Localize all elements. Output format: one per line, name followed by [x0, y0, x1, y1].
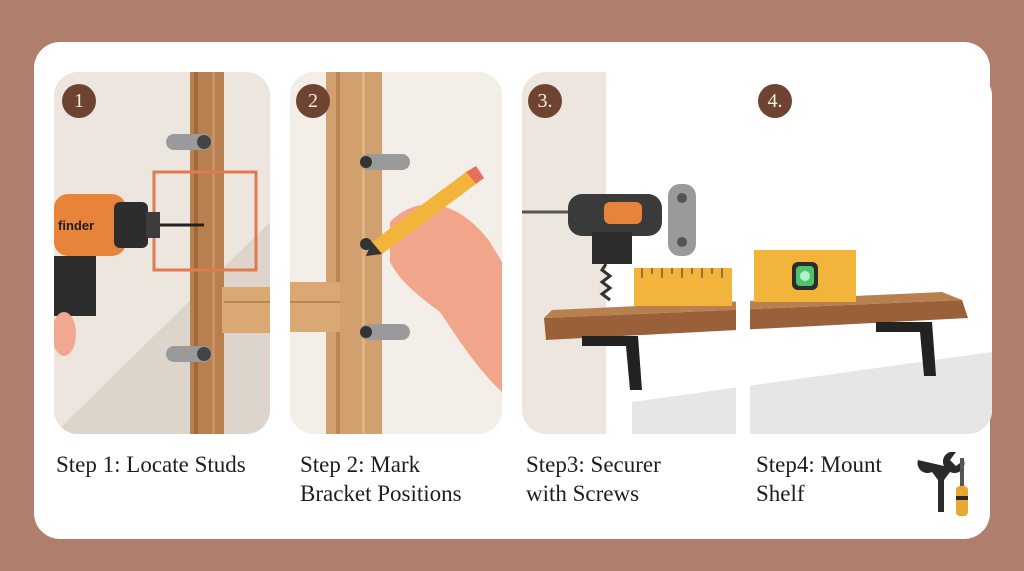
- step-1-badge: 1: [62, 84, 96, 118]
- instruction-card: finder: [34, 42, 992, 539]
- step-3-caption: Step3: Securer with Screws: [526, 452, 661, 506]
- bracket-mark-top: [360, 154, 410, 170]
- pencil-icon: [366, 166, 484, 256]
- stud-screw-top: [166, 134, 212, 150]
- drill-brand-label: finder: [58, 218, 94, 233]
- step-3-badge: 3.: [528, 84, 562, 118]
- bracket-mark-bottom: [360, 324, 410, 340]
- step-2-panel: [290, 72, 502, 434]
- screwdriver-icon: [956, 458, 968, 516]
- step-2-badge: 2: [296, 84, 330, 118]
- drill-icon-2: [522, 184, 696, 302]
- wrench-icon: [917, 452, 965, 512]
- step-2-caption: Step 2: Mark Bracket Positions: [300, 452, 462, 506]
- level-icon: [754, 250, 856, 302]
- step-4-caption: Step4: Mount Shelf: [756, 452, 882, 506]
- step-1-caption: Step 1: Locate Studs: [56, 452, 246, 477]
- step-1-panel: finder: [54, 72, 270, 434]
- stud-screw-bottom: [166, 346, 212, 362]
- tools-illustration: [917, 452, 968, 516]
- step-4-badge: 4.: [758, 84, 792, 118]
- drill-icon: [54, 194, 204, 356]
- step-3-4-panel: [522, 72, 992, 434]
